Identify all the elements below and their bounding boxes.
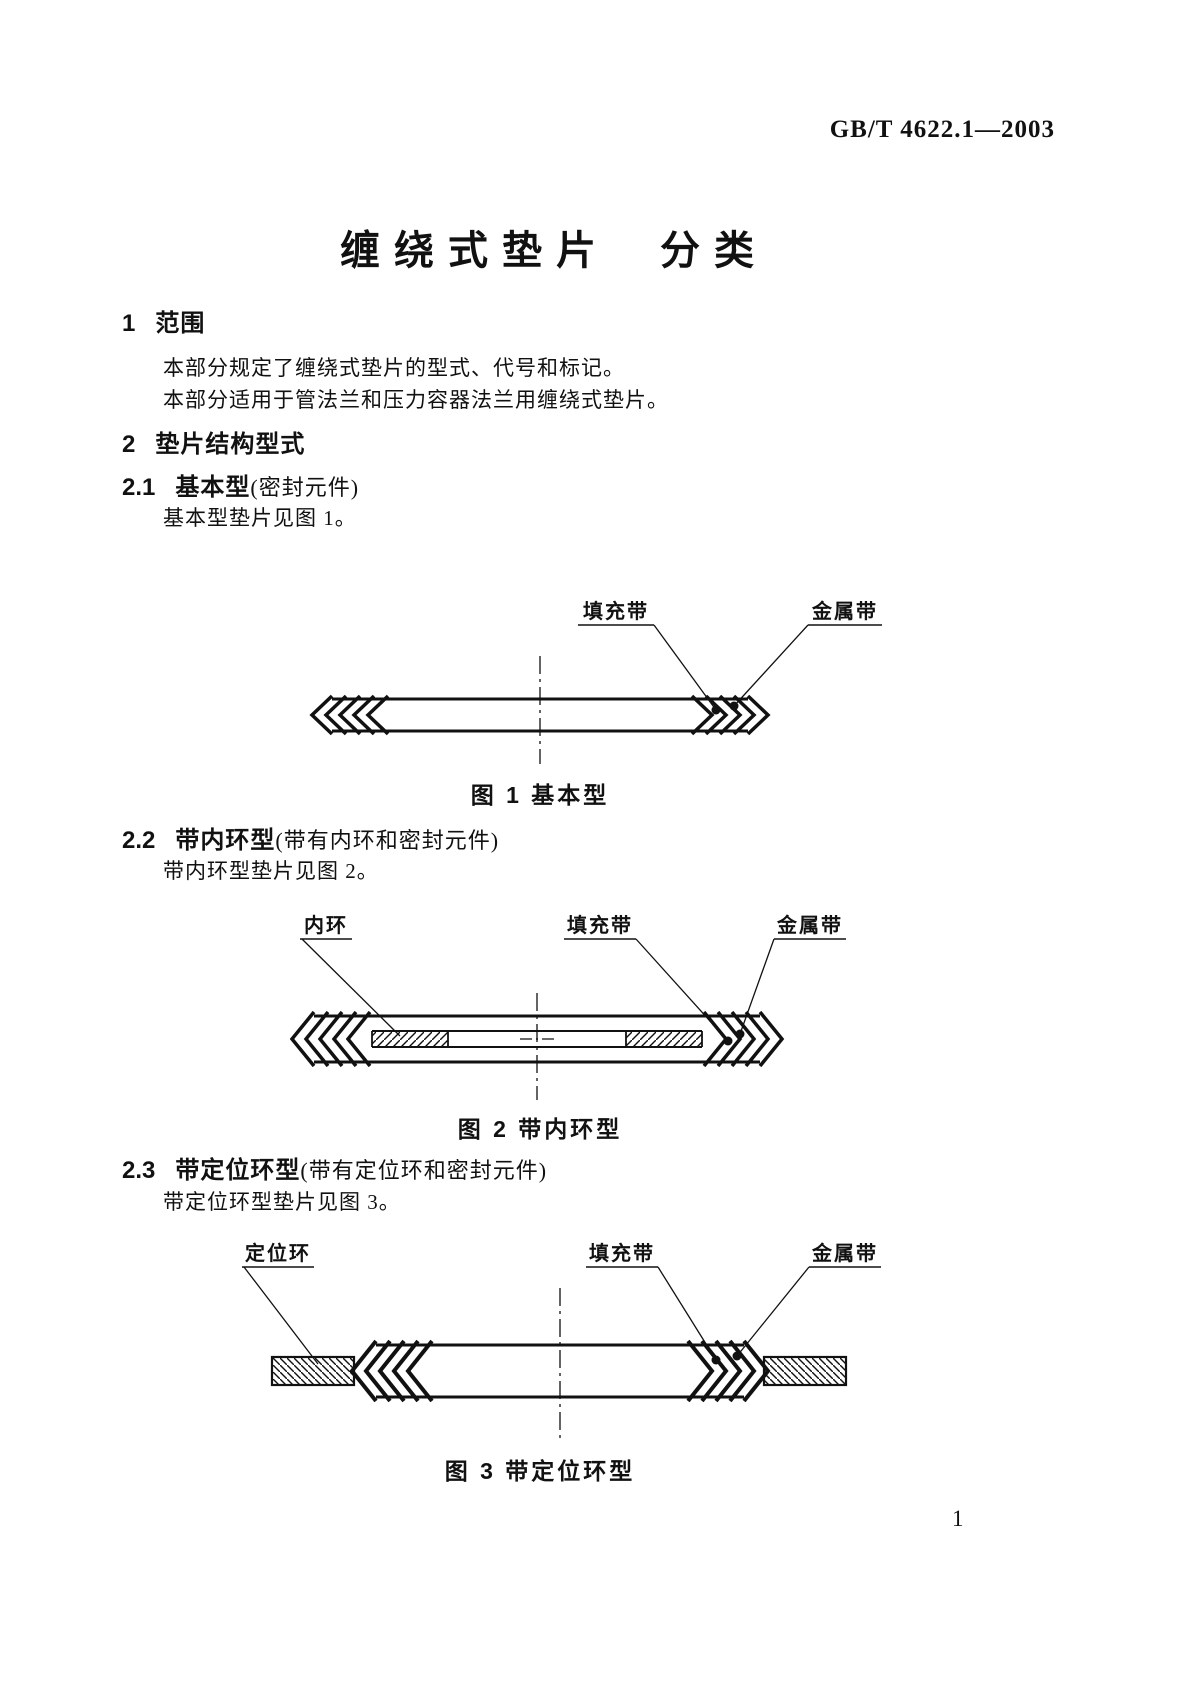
section-1-number: 1 xyxy=(122,310,136,337)
section-2-3-title: 带定位环型 xyxy=(175,1157,301,1184)
fig2-inner-ring-hatch-right xyxy=(626,1031,702,1047)
section-2-2-title: 带内环型 xyxy=(175,827,276,854)
figure-1-caption: 图 1 基本型 xyxy=(470,782,610,808)
section-2-3-number: 2.3 xyxy=(122,1157,156,1184)
scope-paragraph-2: 本部分适用于管法兰和压力容器法兰用缠绕式垫片。 xyxy=(163,388,669,412)
fig1-metal-leader-line xyxy=(733,624,809,707)
figure-1-basic-type-drawing: 填充带 金属带 xyxy=(309,599,882,764)
fig2-inner-ring-label: 内环 xyxy=(304,913,348,937)
fig3-winding-left-chevrons xyxy=(349,1339,434,1403)
fig1-gasket-band xyxy=(309,694,771,736)
section-2-heading: 2 垫片结构型式 xyxy=(122,424,305,459)
fig1-filler-leader-line xyxy=(653,624,717,711)
section-2-3-body: 带定位环型垫片见图 3。 xyxy=(163,1190,401,1214)
figure-3-caption: 图 3 带定位环型 xyxy=(444,1458,636,1484)
document-title-sub: 分类 xyxy=(660,229,768,273)
document-title: 缠绕式垫片 分类 xyxy=(0,218,1108,276)
section-2-1-title: 基本型 xyxy=(175,474,251,501)
fig2-metal-leader-line xyxy=(739,938,775,1035)
fig3-filler-band-label: 填充带 xyxy=(589,1241,655,1265)
fig3-gasket-band xyxy=(349,1339,771,1403)
figure-2-inner-ring-type-drawing: 内环 填充带 金属带 xyxy=(289,913,846,1100)
section-2-number: 2 xyxy=(122,431,136,458)
fig3-positioning-ring-left xyxy=(270,1355,356,1387)
fig1-filler-band-label: 填充带 xyxy=(583,599,649,623)
fig2-winding-right-chevrons xyxy=(702,1010,785,1068)
section-2-2-heading: 2.2 带内环型(带有内环和密封元件) xyxy=(122,820,499,855)
page-number: 1 xyxy=(952,1506,964,1531)
fig3-metal-leader-line xyxy=(736,1266,810,1357)
fig3-winding-right-chevrons xyxy=(686,1339,771,1403)
fig3-positioning-ring-right xyxy=(762,1355,848,1387)
fig2-filler-band-label: 填充带 xyxy=(567,913,633,937)
fig2-inner-ring-leader-line xyxy=(301,938,401,1037)
section-2-2-number: 2.2 xyxy=(122,827,156,854)
fig1-winding-right-chevrons xyxy=(690,694,771,736)
section-1-title: 范围 xyxy=(155,310,206,337)
section-2-1-note: (密封元件) xyxy=(250,475,360,500)
section-2-2-note: (带有内环和密封元件) xyxy=(275,828,500,853)
fig3-positioning-ring-label: 定位环 xyxy=(245,1241,311,1265)
fig3-metal-band-label: 金属带 xyxy=(811,1241,878,1265)
section-2-title: 垫片结构型式 xyxy=(155,431,306,458)
figure-2-caption: 图 2 带内环型 xyxy=(457,1116,623,1142)
section-2-3-note: (带有定位环和密封元件) xyxy=(300,1158,548,1183)
section-2-3-heading: 2.3 带定位环型(带有定位环和密封元件) xyxy=(122,1150,547,1185)
fig2-winding-left-chevrons xyxy=(289,1010,372,1068)
section-2-2-body: 带内环型垫片见图 2。 xyxy=(163,859,379,883)
section-2-1-body: 基本型垫片见图 1。 xyxy=(163,506,357,530)
fig1-metal-band-label: 金属带 xyxy=(811,599,878,623)
document-title-main: 缠绕式垫片 xyxy=(340,229,610,273)
figure-3-positioning-ring-type-drawing: 定位环 填充带 金属带 xyxy=(242,1241,881,1442)
section-1-heading: 1 范围 xyxy=(122,303,205,338)
standard-code: GB/T 4622.1—2003 xyxy=(829,116,1055,143)
fig2-metal-band-label: 金属带 xyxy=(776,913,843,937)
fig1-winding-left-chevrons xyxy=(309,694,390,736)
section-2-1-number: 2.1 xyxy=(122,474,156,501)
section-2-1-heading: 2.1 基本型(密封元件) xyxy=(122,467,359,502)
fig3-positioning-ring-leader-line xyxy=(243,1266,319,1365)
scope-paragraph-1: 本部分规定了缠绕式垫片的型式、代号和标记。 xyxy=(163,356,625,380)
fig2-inner-ring-hatch-left xyxy=(372,1031,448,1047)
